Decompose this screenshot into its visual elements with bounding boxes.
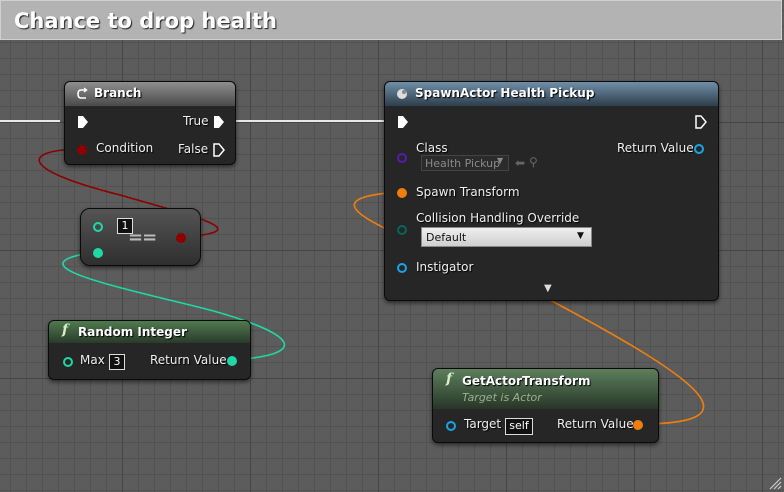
expand-advanced-arrow-icon[interactable]: ▼ (544, 283, 552, 294)
get-actor-transform-title: GetActorTransform (462, 374, 591, 388)
spawn-instigator-pin[interactable] (397, 263, 407, 273)
equal-input-a-pin[interactable] (93, 222, 103, 232)
spawn-class-label: Class (416, 141, 448, 155)
chevron-down-icon: ▼ (497, 156, 504, 165)
get-actor-transform-target-pin[interactable] (446, 421, 456, 431)
spawn-class-picker[interactable]: Health Pickup ▼ (421, 155, 509, 171)
get-actor-transform-subtitle: Target is Actor (462, 391, 542, 404)
spawn-collision-label: Collision Handling Override (416, 211, 580, 225)
spawn-actor-icon (397, 89, 407, 99)
branch-exec-in-pin[interactable] (77, 115, 89, 129)
resize-grip-icon[interactable] (768, 476, 782, 490)
branch-node[interactable]: Branch True Condition False (64, 81, 236, 165)
branch-false-label: False (178, 142, 209, 156)
random-integer-return-pin[interactable] (227, 356, 237, 366)
branch-node-title: Branch (94, 86, 142, 100)
get-actor-transform-target-value[interactable]: self (505, 418, 533, 435)
random-integer-max-value[interactable]: 3 (109, 354, 125, 370)
spawn-transform-pin[interactable] (397, 188, 407, 198)
spawn-class-pin[interactable] (397, 153, 407, 163)
random-integer-max-pin[interactable] (63, 357, 73, 367)
equal-output-pin[interactable] (176, 233, 186, 243)
random-integer-title: Random Integer (78, 325, 187, 339)
spawn-exec-out-pin[interactable] (695, 115, 707, 129)
equal-input-b-pin[interactable] (93, 248, 103, 258)
comment-box-header[interactable]: Chance to drop health (0, 0, 782, 40)
spawn-class-value: Health Pickup (425, 157, 501, 170)
branch-condition-label: Condition (96, 141, 154, 155)
random-integer-return-label: Return Value (150, 353, 227, 367)
get-actor-transform-node[interactable]: f GetActorTransform Target is Actor Targ… (432, 368, 659, 443)
equal-input-a-value[interactable]: 1 (117, 218, 133, 234)
function-icon: f (446, 371, 453, 387)
branch-node-header[interactable] (65, 82, 235, 106)
spawn-actor-title: SpawnActor Health Pickup (415, 86, 595, 100)
spawn-return-label: Return Value (617, 141, 694, 155)
spawn-transform-label: Spawn Transform (416, 185, 520, 199)
equal-node[interactable]: 1 == (80, 208, 201, 266)
branch-true-label: True (183, 114, 209, 128)
equal-symbol: == (128, 227, 157, 248)
function-icon: f (62, 322, 69, 338)
spawn-actor-node[interactable]: SpawnActor Health Pickup Class Health Pi… (384, 81, 719, 301)
branch-false-exec-pin[interactable] (213, 143, 225, 157)
spawn-collision-dropdown[interactable]: Default ▼ (421, 227, 592, 247)
branch-icon (77, 87, 88, 99)
spawn-actor-header[interactable] (385, 82, 718, 106)
get-actor-transform-target-label: Target (464, 417, 502, 431)
chevron-down-icon: ▼ (577, 231, 584, 241)
get-actor-transform-return-pin[interactable] (633, 420, 643, 430)
browse-search-icon[interactable]: ⚲ (529, 155, 538, 169)
random-integer-max-label: Max (80, 353, 105, 367)
random-integer-node[interactable]: f Random Integer Max 3 Return Value (48, 320, 251, 380)
spawn-exec-in-pin[interactable] (397, 115, 409, 129)
spawn-collision-pin[interactable] (397, 225, 407, 235)
spawn-return-pin[interactable] (694, 144, 704, 154)
branch-condition-pin[interactable] (77, 145, 87, 155)
get-actor-transform-return-label: Return Value (557, 417, 634, 431)
branch-true-exec-pin[interactable] (213, 115, 225, 129)
spawn-collision-value: Default (426, 231, 467, 244)
comment-title[interactable]: Chance to drop health (14, 9, 277, 33)
spawn-instigator-label: Instigator (416, 260, 474, 274)
get-actor-transform-header[interactable] (433, 369, 658, 409)
use-selected-arrow-icon[interactable]: ⬅ (515, 156, 526, 170)
random-integer-header[interactable] (49, 321, 250, 343)
